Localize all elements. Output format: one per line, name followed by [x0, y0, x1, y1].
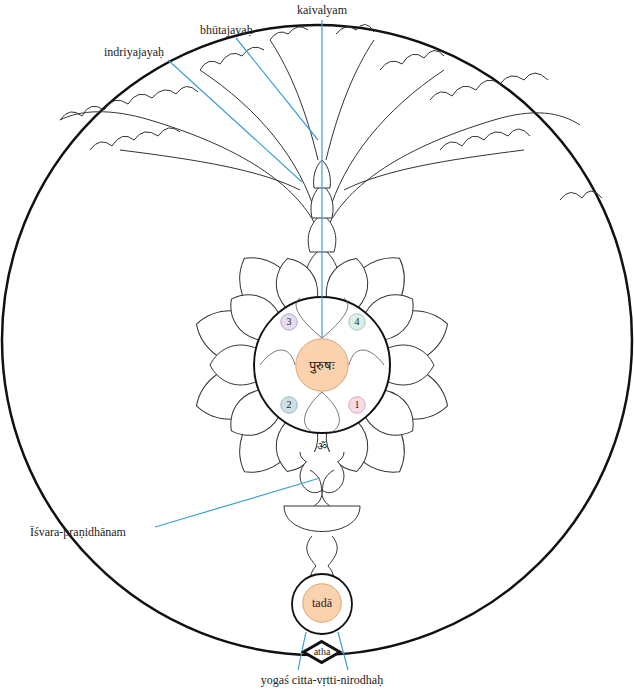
leader-label: Īśvara-praṇidhānam [30, 526, 126, 539]
node-shape [296, 339, 349, 392]
node-shape [349, 397, 366, 414]
callout-number: 2 [280, 396, 298, 414]
node-shape [281, 397, 298, 414]
node-text: 3 [287, 317, 292, 327]
node-shape [281, 314, 298, 331]
callout-number: 1 [348, 396, 366, 414]
leader-label: indriyajayaḥ [104, 46, 164, 59]
tada-circle: tadā [302, 583, 342, 623]
atha-diamond: atha [302, 640, 341, 664]
node-text: 2 [287, 400, 292, 410]
node-text: tadā [312, 597, 332, 609]
node-text: 4 [355, 317, 360, 327]
node-shape [304, 642, 340, 663]
node-shape [349, 314, 366, 331]
node-text: पुरुषः [309, 359, 335, 372]
node-shape [303, 584, 342, 623]
leader-label: kaivalyam [297, 4, 347, 17]
leader-label: yogaś citta-vṛtti-nirodhaḥ [261, 674, 383, 687]
leader-label: bhūtajayaḥ [200, 24, 253, 37]
node-text: 1 [355, 400, 360, 410]
node-text: atha [314, 647, 331, 657]
om-symbol: ॐ [317, 440, 327, 452]
callout-number: 4 [348, 313, 366, 331]
purusha-circle: पुरुषः [295, 338, 349, 392]
callout-number: 3 [280, 313, 298, 331]
